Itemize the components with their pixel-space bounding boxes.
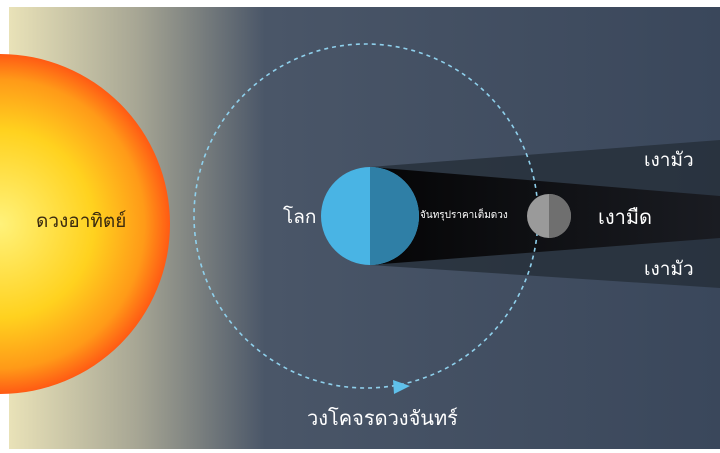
orbit-direction-arrow [393,380,410,394]
sun-label: ดวงอาทิตย์ [36,210,127,232]
umbra-label: เงามืด [598,205,653,229]
earth-label: โลก [283,206,317,228]
total-lunar-eclipse-label: จันทรุปราคาเต็มดวง [420,210,508,221]
earth [321,167,419,265]
sun [0,54,170,394]
moon [527,194,571,238]
penumbra-label-top: เงามัว [644,149,694,171]
penumbra-label-bottom: เงามัว [644,258,694,280]
moon-orbit-label: วงโคจรดวงจันทร์ [307,406,458,430]
